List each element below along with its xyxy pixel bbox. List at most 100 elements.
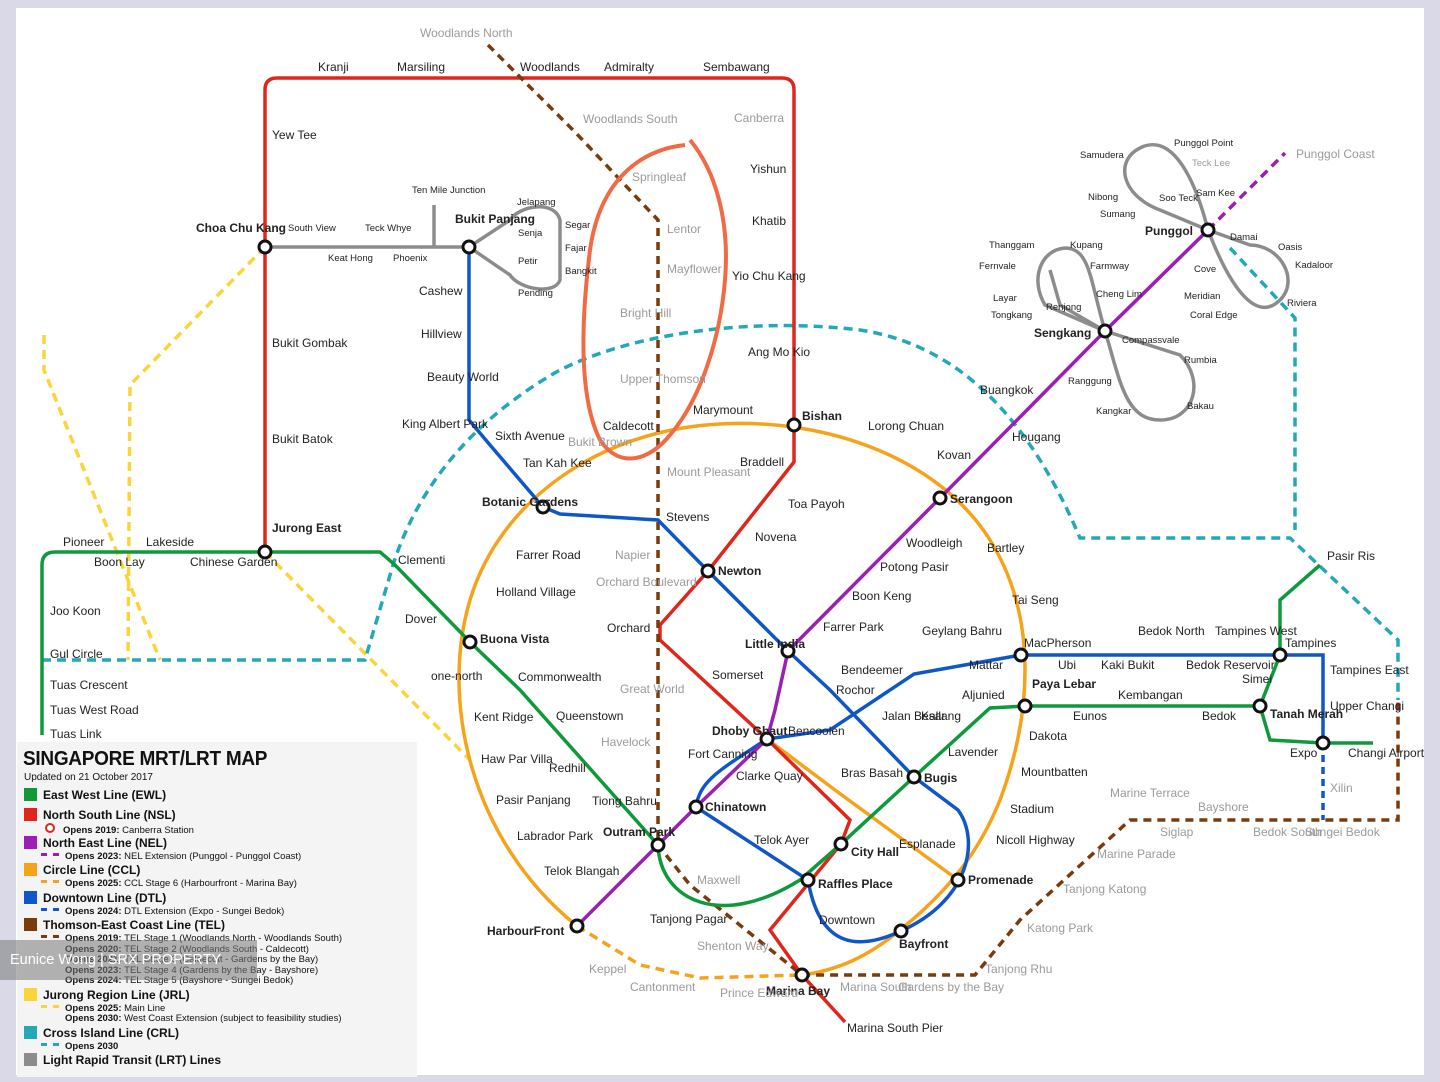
label-commonwealth: Commonwealth	[518, 670, 601, 684]
legend-note: Opens 2030	[41, 1041, 118, 1052]
label-marine-terrace: Marine Terrace	[1110, 786, 1190, 800]
label-sumang: Sumang	[1100, 209, 1135, 220]
label-woodlands-south: Woodlands South	[583, 112, 678, 126]
label-coral-edge: Coral Edge	[1190, 310, 1238, 321]
label-expo: Expo	[1290, 746, 1318, 760]
label-lentor: Lentor	[667, 222, 701, 236]
label-fernvale: Fernvale	[979, 261, 1016, 272]
label-springleaf: Springleaf	[632, 170, 687, 184]
label-tuas-crescent: Tuas Crescent	[50, 678, 128, 692]
label-city-hall: City Hall	[851, 845, 899, 859]
label-lakeside: Lakeside	[146, 535, 194, 549]
label-changi-airport: Changi Airport	[1348, 746, 1425, 760]
label-chinatown: Chinatown	[705, 800, 766, 814]
label-teck-whye: Teck Whye	[365, 223, 411, 234]
label-fajar: Fajar	[565, 243, 587, 254]
legend-updated: Updated on 21 October 2017	[24, 772, 153, 783]
legend-note: Opens 2025: CCL Stage 6 (Harbourfront - …	[41, 878, 297, 889]
label-boon-keng: Boon Keng	[852, 589, 911, 603]
label-tongkang: Tongkang	[991, 310, 1032, 321]
label-segar: Segar	[565, 220, 590, 231]
label-punggol-point: Punggol Point	[1174, 138, 1234, 149]
legend-note: Opens 2024: DTL Extension (Expo - Sungei…	[41, 906, 284, 917]
label-dakota: Dakota	[1029, 729, 1067, 743]
label-novena: Novena	[755, 530, 797, 544]
legend-line-label: Thomson-East Coast Line (TEL)	[43, 918, 226, 932]
label-woodlands-north: Woodlands North	[420, 26, 513, 40]
legend-line-8: Light Rapid Transit (LRT) Lines	[24, 1053, 221, 1067]
label-dhoby-ghaut: Dhoby Ghaut	[712, 724, 787, 738]
legend-line-label: Jurong Region Line (JRL)	[43, 987, 190, 1002]
label-siglap: Siglap	[1160, 825, 1194, 839]
label-senja: Senja	[518, 228, 543, 239]
label-mattar: Mattar	[969, 658, 1003, 672]
label-tai-seng: Tai Seng	[1012, 593, 1059, 607]
label-tiong-bahru: Tiong Bahru	[592, 794, 657, 808]
label-south-view: South View	[288, 223, 336, 234]
label-holland-village: Holland Village	[496, 585, 576, 599]
label-rochor: Rochor	[836, 683, 875, 697]
label-hillview: Hillview	[421, 327, 462, 341]
legend-line-2: North East Line (NEL)	[24, 835, 167, 850]
label-bukit-brown: Bukit Brown	[568, 435, 632, 449]
label-stevens: Stevens	[666, 510, 709, 524]
legend-note-marker	[45, 823, 55, 833]
label-marymount: Marymount	[693, 403, 754, 417]
label-ang-mo-kio: Ang Mo Kio	[748, 345, 810, 359]
annotation-circle	[581, 138, 728, 461]
label-paya-lebar: Paya Lebar	[1032, 677, 1096, 691]
label-little-india: Little India	[745, 637, 805, 651]
label-lavender: Lavender	[948, 745, 998, 759]
dtl-line	[467, 247, 1325, 944]
label-kaki-bukit: Kaki Bukit	[1101, 658, 1155, 672]
label-woodlands: Woodlands	[520, 60, 580, 74]
label-marina-south: Marina South	[840, 980, 911, 994]
label-outram-park: Outram Park	[603, 825, 675, 839]
label-ranggung: Ranggung	[1068, 376, 1112, 387]
legend-note: Opens 2023: NEL Extension (Punggol - Pun…	[41, 851, 301, 862]
label-woodleigh: Woodleigh	[906, 536, 962, 550]
label-farrer-park: Farrer Park	[823, 620, 885, 634]
label-ten-mile-junction: Ten Mile Junction	[412, 185, 485, 196]
label-meridian: Meridian	[1184, 291, 1220, 302]
label-buona-vista: Buona Vista	[480, 632, 549, 646]
label-sixth-avenue: Sixth Avenue	[495, 429, 565, 443]
legend-swatch	[24, 788, 37, 801]
label-sungei-bedok: Sungei Bedok	[1305, 825, 1381, 839]
label-phoenix: Phoenix	[393, 253, 428, 264]
legend-note: Opens 2025: Main Line	[41, 1003, 165, 1014]
label-tuas-west-road: Tuas West Road	[50, 703, 139, 717]
label-clarke-quay: Clarke Quay	[736, 769, 803, 783]
label-soo-teck: Soo Teck	[1159, 193, 1198, 204]
label-tampines-west: Tampines West	[1215, 624, 1297, 638]
label-yew-tee: Yew Tee	[272, 128, 317, 142]
label-orchard: Orchard	[607, 621, 650, 635]
legend-line-4: Downtown Line (DTL)	[24, 890, 166, 905]
label-farmway: Farmway	[1090, 261, 1129, 272]
label-clementi: Clementi	[398, 553, 445, 567]
label-aljunied: Aljunied	[962, 688, 1005, 702]
legend-swatch	[24, 1053, 37, 1066]
label-mountbatten: Mountbatten	[1021, 765, 1088, 779]
label-jurong-east: Jurong East	[272, 521, 341, 535]
legend-line-label: East West Line (EWL)	[43, 788, 167, 802]
tel-line	[486, 43, 1400, 977]
lrt-lines	[265, 142, 1290, 422]
label-nicoll-highway: Nicoll Highway	[996, 833, 1075, 847]
legend-line-label: Cross Island Line (CRL)	[43, 1025, 180, 1040]
legend-note: Opens 2019: Canberra Station	[41, 823, 194, 836]
label-upper-thomson: Upper Thomson	[620, 372, 706, 386]
label-riviera: Riviera	[1287, 298, 1317, 309]
label-bedok-north: Bedok North	[1138, 624, 1205, 638]
label-sam-kee: Sam Kee	[1196, 188, 1235, 199]
legend-note-marker	[41, 880, 59, 883]
label-pasir-panjang: Pasir Panjang	[496, 793, 571, 807]
legend-line-7: Cross Island Line (CRL)	[24, 1025, 180, 1040]
label-bishan: Bishan	[802, 409, 842, 423]
legend-note-marker	[41, 852, 59, 856]
legend-note: Opens 2030: West Coast Extension (subjec…	[65, 1013, 342, 1024]
crl-line	[42, 246, 1400, 700]
label-kallang: Kallang	[921, 709, 961, 723]
label-eunos: Eunos	[1073, 709, 1107, 723]
